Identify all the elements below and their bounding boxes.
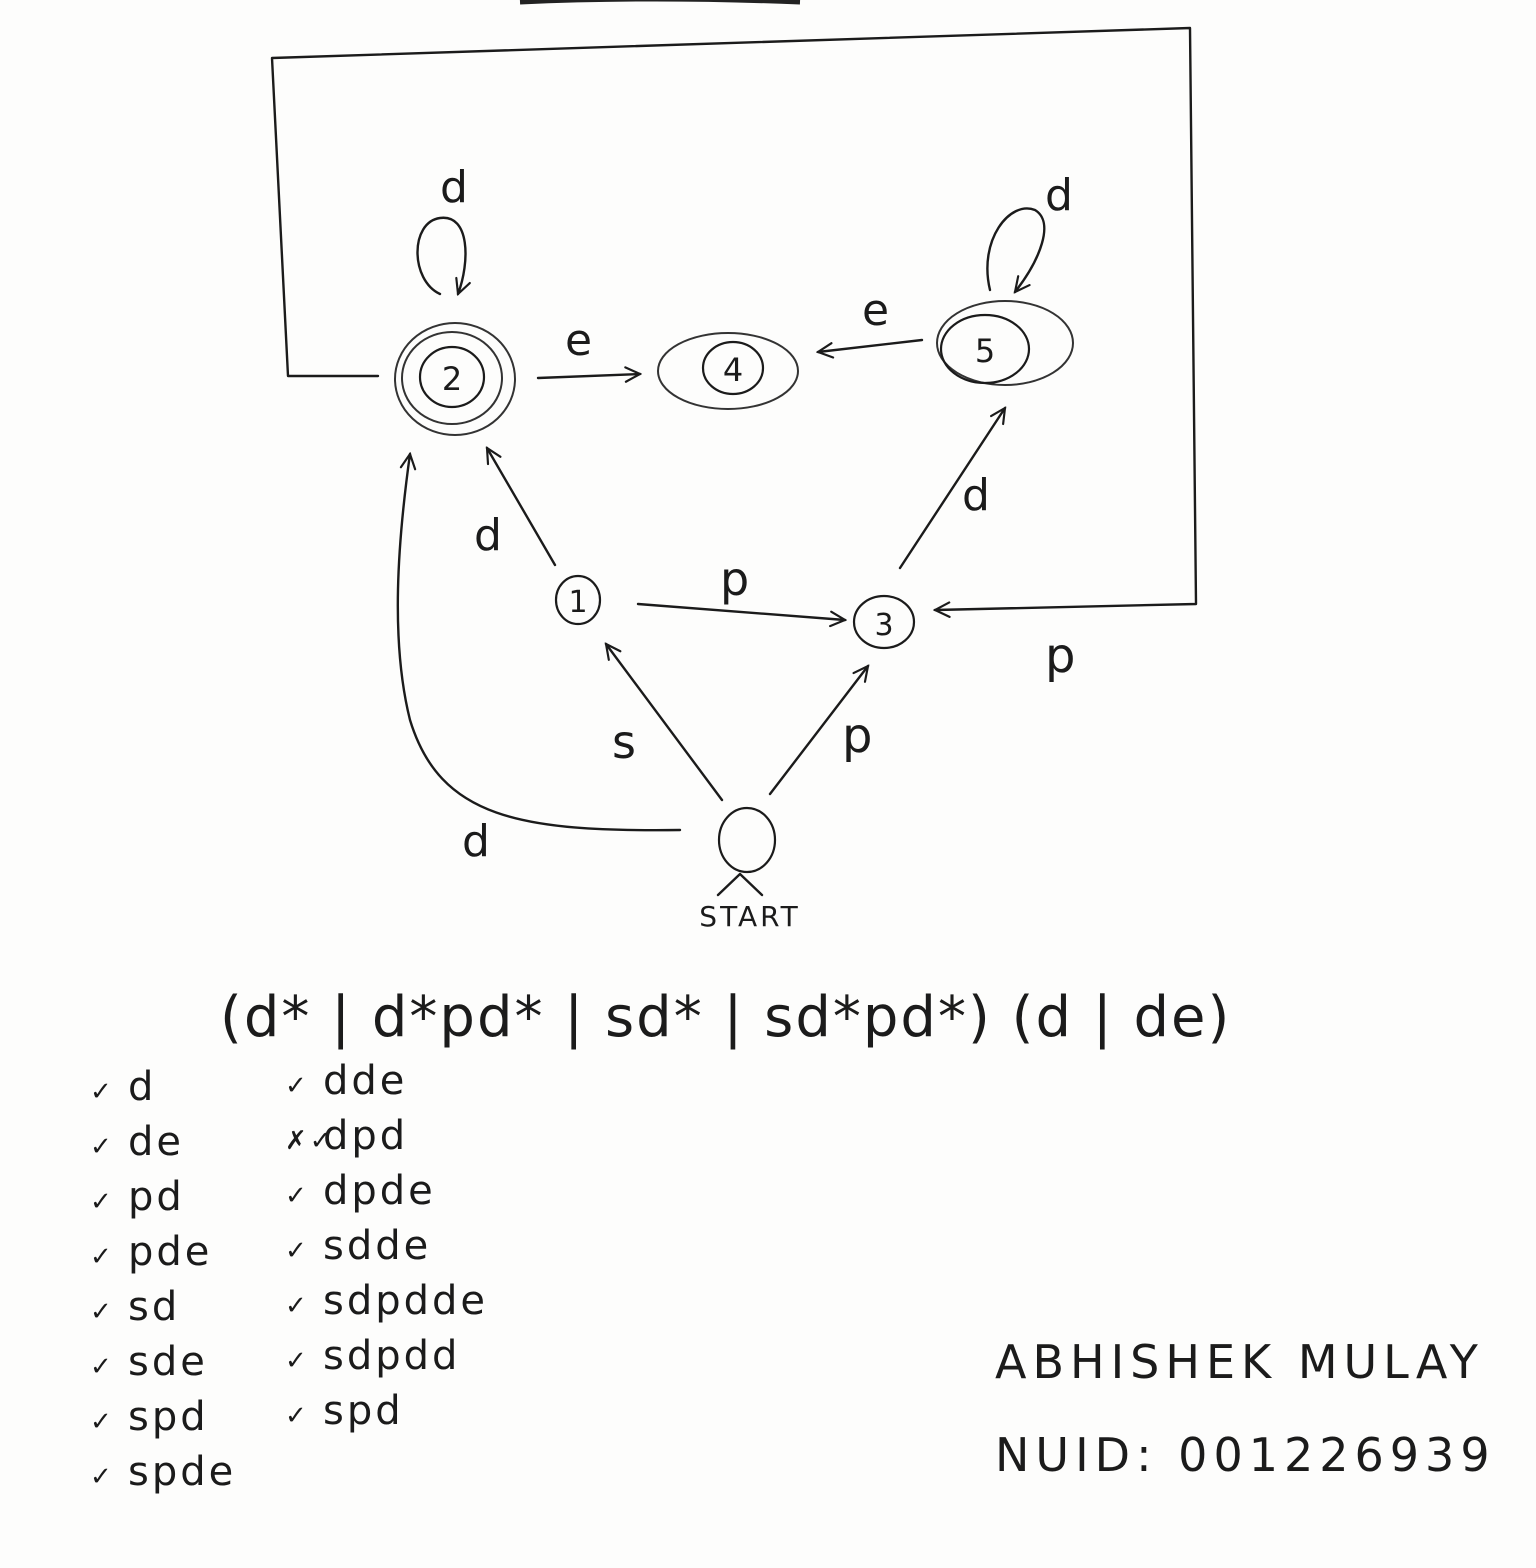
check-icon: ✓ bbox=[285, 1291, 310, 1321]
edge-1-to-2 bbox=[487, 448, 557, 567]
check-icon: ✓ bbox=[90, 1297, 115, 1327]
check-icon: ✓ bbox=[285, 1401, 310, 1431]
list-item: ✓ dpde bbox=[285, 1166, 488, 1221]
check-icon: ✓ bbox=[285, 1071, 310, 1101]
author-nuid: NUID: 001226939 bbox=[995, 1428, 1496, 1482]
regular-expression: (d* | d*pd* | sd* | sd*pd*) (d | de) bbox=[220, 985, 1232, 1050]
edge-2-to-4 bbox=[536, 374, 640, 378]
state-0 bbox=[717, 806, 777, 874]
state-3-label: 3 bbox=[874, 608, 893, 643]
state-5-label: 5 bbox=[975, 332, 995, 370]
list-item: ✓ spd bbox=[285, 1386, 488, 1441]
state-5: 5 bbox=[936, 300, 1074, 386]
check-icon: ✓ bbox=[90, 1462, 115, 1492]
check-icon: ✓ bbox=[90, 1132, 115, 1162]
check-icon: ✓ bbox=[90, 1407, 115, 1437]
test-string: pd bbox=[128, 1174, 185, 1220]
edge-0-to-1 bbox=[606, 644, 724, 802]
start-label: START bbox=[699, 900, 800, 933]
test-string: dde bbox=[323, 1058, 408, 1104]
test-string: spd bbox=[323, 1388, 404, 1434]
edge-2-to-3-loop bbox=[270, 26, 1198, 610]
test-string: spd bbox=[128, 1394, 209, 1440]
check-icon: ✓ bbox=[285, 1346, 310, 1376]
check-icon: ✓ bbox=[90, 1077, 115, 1107]
test-string: sde bbox=[128, 1339, 208, 1385]
test-string: de bbox=[128, 1119, 184, 1165]
edge-0-to-2 bbox=[396, 454, 682, 832]
check-icon: ✓ bbox=[285, 1236, 310, 1266]
edge-2-self-loop bbox=[416, 216, 466, 294]
list-item: ✓ sd bbox=[90, 1282, 236, 1337]
edge-0-to-3 bbox=[768, 666, 868, 796]
state-4-label: 4 bbox=[723, 351, 743, 389]
list-item: ✓ spd bbox=[90, 1392, 236, 1447]
state-2: 2 bbox=[394, 322, 516, 436]
edge-label-1-3: p bbox=[720, 552, 749, 606]
test-string: sdpdde bbox=[323, 1278, 489, 1324]
top-edge-mark bbox=[519, 0, 801, 5]
edge-label-1-2: d bbox=[474, 510, 502, 561]
state-3: 3 bbox=[852, 594, 916, 650]
edge-label-5-4: e bbox=[862, 285, 889, 336]
edge-3-to-5 bbox=[898, 408, 1005, 570]
test-string: spde bbox=[128, 1449, 237, 1495]
state-4: 4 bbox=[657, 332, 799, 410]
list-item: ✓ de bbox=[90, 1117, 236, 1172]
state-1-label: 1 bbox=[568, 585, 587, 620]
check-icon: ✓ bbox=[90, 1352, 115, 1382]
state-2-label: 2 bbox=[442, 360, 462, 398]
test-string: sdde bbox=[323, 1223, 432, 1269]
list-item: ✗✓dpd bbox=[285, 1111, 488, 1166]
check-icon: ✓ bbox=[90, 1242, 115, 1272]
test-string: dpd bbox=[323, 1113, 409, 1159]
author-name: ABHISHEK MULAY bbox=[995, 1335, 1484, 1389]
test-strings-column-2: ✓ dde ✗✓dpd ✓ dpde ✓ sdde ✓ sdpdde ✓ sdpdd ✓ s… bbox=[285, 1056, 488, 1441]
list-item: ✓ sde bbox=[90, 1337, 236, 1392]
cross-check-icon: ✗✓ bbox=[285, 1126, 335, 1156]
edge-label-5-self: d bbox=[1045, 170, 1073, 221]
check-icon: ✓ bbox=[90, 1187, 115, 1217]
test-string: sd bbox=[128, 1284, 181, 1330]
edge-label-0-3: p bbox=[842, 708, 872, 764]
list-item: ✓ pd bbox=[90, 1172, 236, 1227]
list-item: ✓ sdpdd bbox=[285, 1331, 488, 1386]
edge-label-0-1: s bbox=[612, 715, 636, 769]
edge-label-loop-p: p bbox=[1045, 628, 1075, 684]
test-strings-column-1: ✓d ✓de ✓pd ✓pde ✓sd ✓sde ✓spd ✓spde bbox=[90, 1062, 236, 1502]
list-item: ✓d bbox=[90, 1062, 236, 1117]
test-string: dpde bbox=[323, 1168, 436, 1214]
edge-5-self-loop bbox=[986, 207, 1046, 292]
start-arrow bbox=[716, 872, 764, 897]
edge-label-2-4: e bbox=[565, 315, 592, 366]
test-string: sdpdd bbox=[323, 1333, 461, 1379]
dfa-diagram: p d d 2 4 5 1 bbox=[270, 0, 1198, 933]
list-item: ✓ dde bbox=[285, 1056, 488, 1111]
edge-1-to-3 bbox=[636, 602, 845, 620]
test-string: pde bbox=[128, 1229, 213, 1275]
edge-label-0-2: d bbox=[462, 816, 490, 867]
list-item: ✓ sdpdde bbox=[285, 1276, 488, 1331]
test-string: d bbox=[128, 1064, 157, 1110]
state-1: 1 bbox=[554, 574, 602, 626]
edge-5-to-4 bbox=[818, 338, 924, 352]
list-item: ✓ sdde bbox=[285, 1221, 488, 1276]
check-icon: ✓ bbox=[285, 1181, 310, 1211]
list-item: ✓ spde bbox=[90, 1447, 236, 1502]
edge-label-2-self: d bbox=[440, 162, 468, 213]
list-item: ✓ pde bbox=[90, 1227, 236, 1282]
edge-label-3-5: d bbox=[962, 470, 990, 521]
